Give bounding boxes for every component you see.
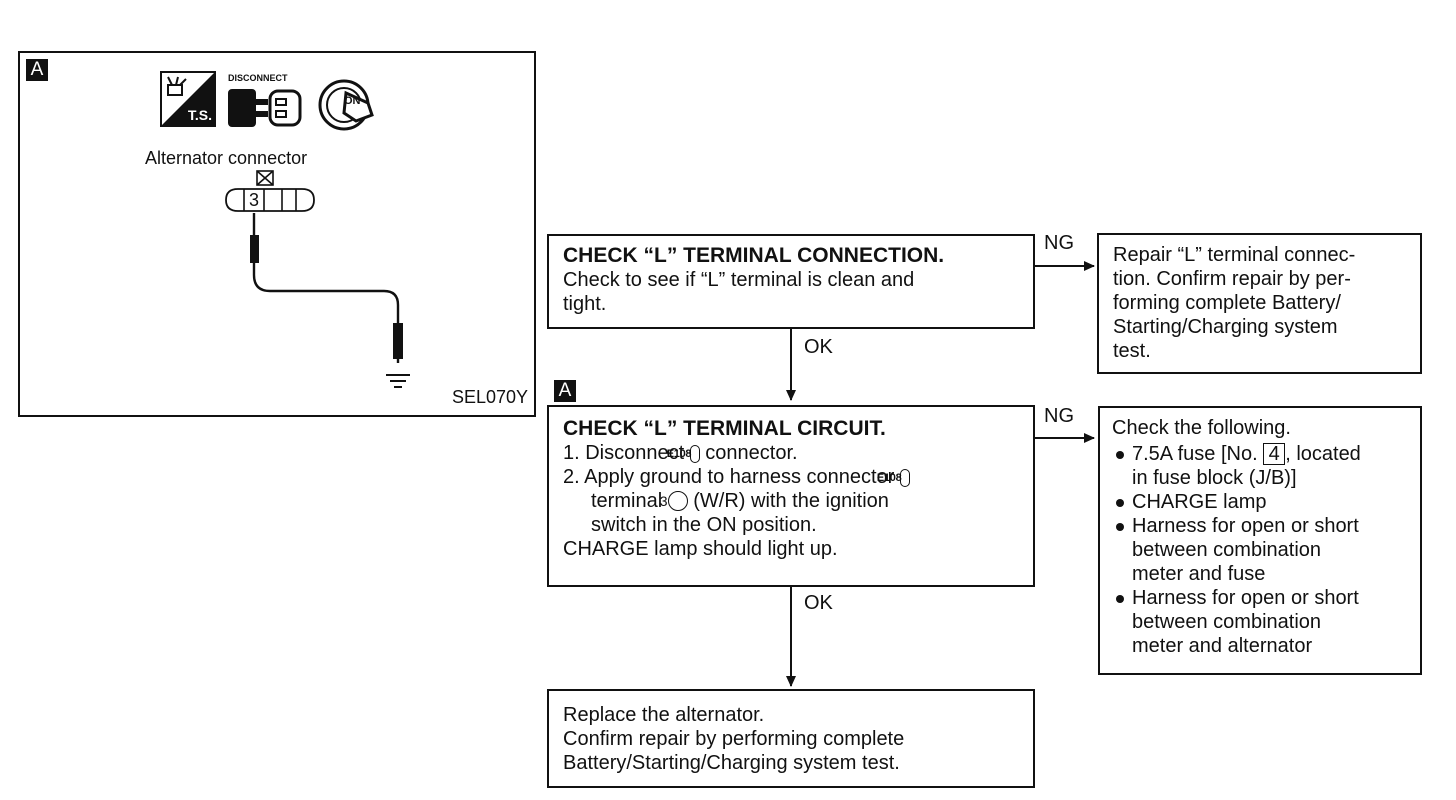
ng-label-1: NG <box>1044 232 1074 254</box>
ok-replace-alternator: Replace the alternator. Confirm repair b… <box>547 689 1035 788</box>
ng1-line: test. <box>1113 340 1151 362</box>
ng1-line: forming complete Battery/ <box>1113 292 1341 314</box>
ng2-item-harness-fuse: Harness for open or short between combin… <box>1112 514 1408 586</box>
step-check-l-terminal-connection: CHECK “L” TERMINAL CONNECTION. Check to … <box>547 234 1035 329</box>
final-line: Battery/Starting/Charging system test. <box>563 752 900 774</box>
disconnect-icon <box>226 83 306 138</box>
final-line: Confirm repair by performing complete <box>563 728 905 750</box>
ng2-item-fuse: 7.5A fuse [No. 4, located in fuse block … <box>1112 442 1408 490</box>
disconnect-label: DISCONNECT <box>228 73 288 83</box>
ng1-line: Starting/Charging system <box>1113 316 1338 338</box>
step2-tag: A <box>554 380 576 402</box>
figure-tag: A <box>26 59 48 81</box>
connector-lock-cross <box>256 170 274 186</box>
step2-item-1: 1. Disconnect E108 connector. <box>563 442 798 464</box>
figure-panel: A T.S. DISCONNECT ON Alternator conn <box>18 51 536 417</box>
on-label: ON <box>344 95 361 107</box>
terminal-3-label: 3 <box>249 190 260 210</box>
ng1-line: tion. Confirm repair by per- <box>1113 268 1351 290</box>
ng-repair-l-terminal: Repair “L” terminal connec- tion. Confir… <box>1097 233 1422 374</box>
final-line: Replace the alternator. <box>563 704 765 726</box>
step2-item-2: 2. Apply ground to harness connector E10… <box>563 465 1019 537</box>
ng-label-2: NG <box>1044 405 1074 427</box>
ts-icon: T.S. <box>160 71 216 127</box>
test-wire <box>252 213 400 363</box>
ng2-item-harness-alternator: Harness for open or short between combin… <box>1112 586 1408 658</box>
ng2-title: Check the following. <box>1112 417 1291 439</box>
connector-label: Alternator connector <box>145 148 308 168</box>
step2-result: CHARGE lamp should light up. <box>563 538 838 560</box>
connector-e108-badge: E108 <box>667 445 700 463</box>
step1-title: CHECK “L” TERMINAL CONNECTION. <box>563 244 945 267</box>
connector-e108-badge: E108 <box>877 469 910 487</box>
step1-body-line: Check to see if “L” terminal is clean an… <box>563 269 915 291</box>
terminal-3-circle: 3 <box>660 491 688 511</box>
alternator-connector <box>225 188 315 212</box>
ng-check-following: Check the following. 7.5A fuse [No. 4, l… <box>1098 406 1422 675</box>
ng1-line: Repair “L” terminal connec- <box>1113 244 1356 266</box>
connector-wiring <box>225 170 410 388</box>
ok-label-1: OK <box>804 336 833 358</box>
ignition-on-icon: ON <box>316 77 378 138</box>
step-check-l-terminal-circuit: CHECK “L” TERMINAL CIRCUIT. 1. Disconnec… <box>547 405 1035 587</box>
probe-bottom <box>393 323 403 359</box>
ng2-item-charge-lamp: CHARGE lamp <box>1112 490 1408 514</box>
ok-label-2: OK <box>804 592 833 614</box>
fuse-number-box: 4 <box>1263 443 1286 465</box>
figure-code: SEL070Y <box>451 387 528 407</box>
ts-label: T.S. <box>187 107 212 123</box>
step1-body-line: tight. <box>563 293 607 315</box>
step2-title: CHECK “L” TERMINAL CIRCUIT. <box>563 417 886 440</box>
probe-top <box>250 235 259 263</box>
